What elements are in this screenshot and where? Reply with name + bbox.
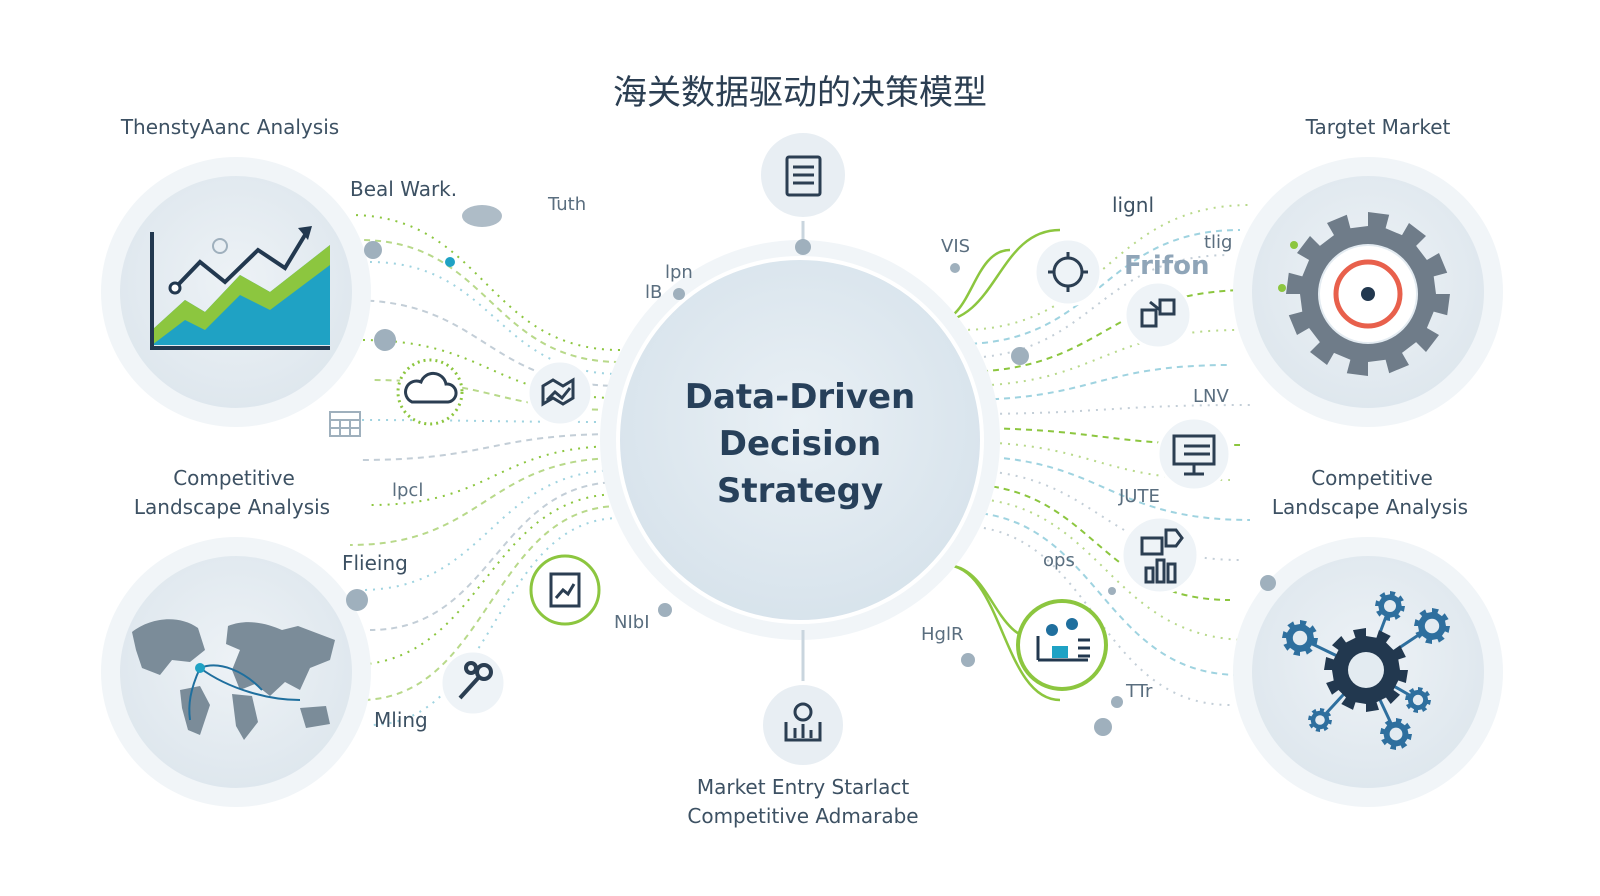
label-bottom-1: Market Entry Starlact	[697, 775, 910, 799]
decor-dots	[346, 241, 1276, 736]
connector-line	[959, 329, 1241, 387]
survey-node	[1016, 599, 1108, 691]
map-chart-node	[526, 359, 594, 427]
connector-line	[944, 563, 1061, 702]
label-frifon: Frifon	[1124, 251, 1210, 281]
central-hub: Data-Driven Decision Strategy	[600, 240, 1000, 640]
label-lnv: LNV	[1193, 386, 1229, 407]
label-lignl: lignl	[1112, 193, 1154, 217]
label-tuth: Tuth	[547, 194, 586, 215]
label-top-right: Targtet Market	[1305, 115, 1451, 139]
connector-line	[359, 433, 621, 461]
connector-line	[359, 239, 621, 363]
survey-icon	[1036, 618, 1090, 662]
label-tlig: tlig	[1204, 232, 1233, 253]
line-chart-icon	[150, 226, 330, 350]
map-chart-icon	[541, 377, 575, 407]
label-beal-wark: Beal Wark.	[350, 177, 457, 201]
label-flieing: Flieing	[342, 551, 408, 575]
connector-line	[359, 469, 621, 591]
connector-line	[959, 254, 1231, 359]
connector-line	[359, 339, 621, 399]
connector-line	[369, 445, 621, 506]
connector-line	[349, 457, 621, 546]
settings-chart-icon	[784, 702, 822, 742]
puzzle-icon	[1048, 252, 1088, 292]
label-nibi: NIbI	[614, 612, 650, 633]
label-lpcl: lpcl	[392, 480, 423, 501]
gear-network-icon	[1282, 591, 1450, 750]
connector-line	[349, 493, 621, 666]
tools-icon	[1140, 298, 1176, 328]
label-ttr: TTr	[1125, 681, 1153, 702]
label-mid-left-2: Landscape Analysis	[134, 495, 330, 519]
connector-line	[959, 204, 1251, 331]
label-mling: Mling	[374, 708, 428, 732]
bar-chart-node	[1120, 515, 1200, 595]
analysis-circle	[101, 157, 371, 427]
cloud-icon	[404, 371, 458, 404]
page-title: 海关数据驱动的决策模型	[613, 73, 987, 113]
label-lpn: lpn	[665, 262, 693, 283]
connector-line	[959, 511, 1241, 676]
puzzle-node	[1033, 237, 1103, 307]
target-market-circle	[1233, 157, 1503, 427]
connector-line	[959, 364, 1231, 401]
connector-line	[959, 289, 1251, 373]
cloud-node	[396, 358, 464, 426]
label-hglr: HglR	[921, 624, 963, 645]
label-ops: ops	[1043, 550, 1075, 571]
label-lb: lB	[645, 282, 662, 303]
world-map-circle	[101, 537, 371, 807]
connector-line	[959, 497, 1251, 641]
connector-line	[959, 483, 1231, 601]
world-map-icon	[132, 619, 335, 740]
document-icon	[785, 155, 822, 197]
wrench-icon	[458, 661, 493, 700]
calendar-node	[329, 411, 361, 437]
bar-chart-icon	[1140, 528, 1184, 584]
tools-node	[1123, 280, 1193, 350]
label-mid-left-1: Competitive	[173, 466, 295, 490]
label-mid-right-2: Landscape Analysis	[1272, 495, 1468, 519]
connector-line	[349, 214, 621, 351]
connector-line	[959, 441, 1231, 481]
connector-line	[369, 481, 621, 631]
hub-line-1: Data-Driven	[685, 377, 916, 417]
report-node	[529, 554, 601, 626]
server-icon	[1172, 434, 1216, 476]
connector-line	[959, 229, 1241, 345]
label-mid-right-1: Competitive	[1311, 466, 1433, 490]
label-top-left: ThenstyAanc Analysis	[120, 115, 339, 139]
server-node	[1156, 416, 1232, 492]
connector-line	[959, 404, 1251, 415]
label-bottom-2: Competitive Admarabe	[687, 804, 918, 828]
label-vis: VIS	[941, 236, 970, 257]
gear-network-circle	[1233, 537, 1503, 807]
connector-line	[349, 419, 621, 423]
document-node	[757, 129, 849, 255]
hub-line-3: Strategy	[717, 471, 883, 511]
connector-line	[959, 469, 1241, 561]
wrench-node	[439, 649, 507, 717]
label-jute: JUTE	[1118, 486, 1160, 507]
report-icon	[549, 572, 581, 608]
bottom-node	[759, 630, 847, 769]
calendar-icon	[329, 411, 361, 437]
connector-line	[359, 505, 621, 701]
hub-line-2: Decision	[719, 424, 882, 464]
